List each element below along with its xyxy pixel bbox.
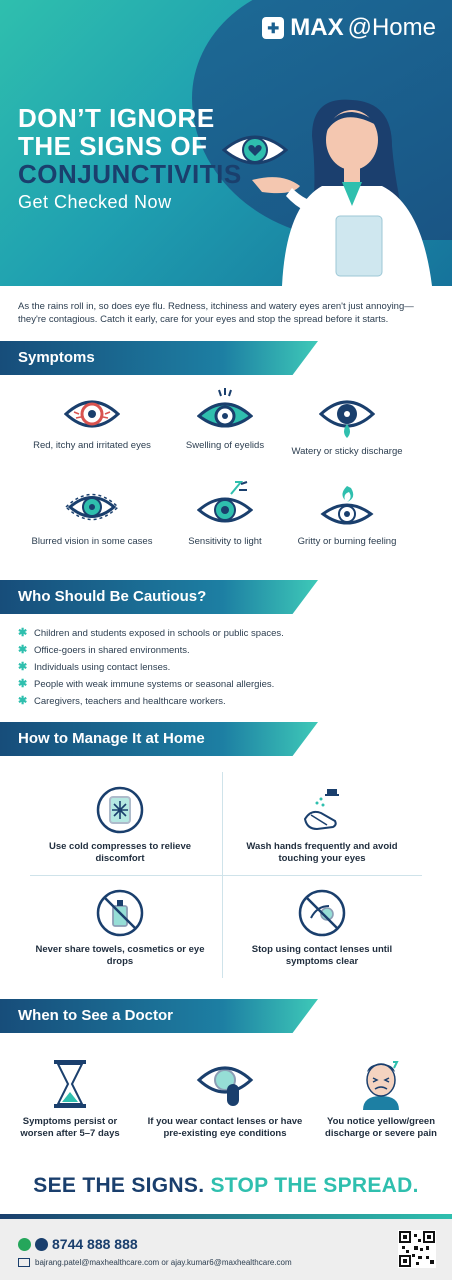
symptom-swelling: Swelling of eyelids [160,388,290,451]
phone-number: 8744 888 888 [52,1236,138,1252]
doctor-reason-time: Symptoms persist or worsen after 5–7 day… [14,1058,126,1140]
list-item: ✱ Individuals using contact lenses. [18,661,284,678]
list-item-text: Individuals using contact lenses. [34,662,171,673]
hero-line-2: THE SIGNS OF [18,131,208,161]
hero-line-1: DON’T IGNORE [18,103,215,133]
list-item: ✱ Children and students exposed in school… [18,627,284,644]
manage-no-contact-lens: Stop using contact lenses until symptoms… [232,888,412,968]
hourglass-icon [54,1060,86,1108]
no-sharing-icon [96,889,144,937]
no-contact-lens-icon [298,889,346,937]
whatsapp-icon [18,1237,31,1251]
symptom-blurred: Blurred vision in some cases [27,484,157,547]
pain-face-icon [363,1061,399,1110]
footer: 8744 888 888 bajrang.patel@maxhealthcare… [0,1214,452,1280]
check-icon: ✱ [18,627,28,639]
symptom-light: Sensitivity to light [160,480,290,547]
list-item: ✱ Office-goers in shared environments. [18,644,284,661]
brand-name-rest: @Home [347,14,436,41]
symptom-label: Blurred vision in some cases [31,536,153,547]
manage-label: Use cold compresses to relieve discomfor… [48,841,192,864]
doctor-illustration [252,99,432,286]
list-item: ✱ People with weak immune systems or seas… [18,678,284,695]
qr-code[interactable] [398,1230,436,1268]
watery-eye-icon [319,400,375,438]
list-item-text: Children and students exposed in schools… [34,628,284,639]
hero-line-4: Get Checked Now [18,192,172,212]
swollen-eye-icon [197,388,253,428]
manage-cold-compress: Use cold compresses to relieve discomfor… [30,785,210,865]
symptom-label: Gritty or burning feeling [297,536,397,547]
list-item-text: Office-goers in shared environments. [34,645,190,656]
heart-eye-icon [222,135,288,165]
manage-no-sharing: Never share towels, cosmetics or eye dro… [30,888,210,968]
email-text: bajrang.patel@maxhealthcare.com or ajay.… [35,1258,292,1267]
doctor-reason-contact: If you wear contact lenses or have pre-e… [140,1058,310,1140]
symptoms-heading: Symptoms [0,341,318,375]
tagline-part-2: STOP THE SPREAD. [210,1174,419,1197]
symptom-watery: Watery or sticky discharge [282,394,412,457]
burning-eye-icon [320,486,374,525]
intro-paragraph: As the rains roll in, so does eye flu. R… [18,301,414,325]
manage-heading: How to Manage It at Home [0,722,318,756]
footer-bar [0,1214,452,1219]
cold-compress-icon [96,786,144,834]
hero-title: DON’T IGNORE THE SIGNS OF CONJUNCTIVITIS… [18,104,242,216]
tagline-part-1: SEE THE SIGNS. [33,1174,205,1197]
list-item-text: Caregivers, teachers and healthcare work… [34,696,226,707]
check-icon: ✱ [18,661,28,673]
doctor-reason-pain: You notice yellow/green discharge or sev… [322,1058,440,1140]
symptom-label: Red, itchy and irritated eyes [33,440,151,451]
symptom-label: Watery or sticky discharge [291,446,403,457]
hero-banner: ✚ MAX @Home DON’T IGNORE THE SIGNS OF CO… [0,0,452,286]
symptom-label: Swelling of eyelids [185,440,265,451]
list-item: ✱ Caregivers, teachers and healthcare wor… [18,695,284,712]
cautious-heading: Who Should Be Cautious? [0,580,318,614]
contact-lens-eye-icon [196,1066,254,1106]
phone-icon [35,1237,48,1251]
tagline: SEE THE SIGNS. STOP THE SPREAD. [0,1174,452,1198]
check-icon: ✱ [18,695,28,707]
hero-line-3: CONJUNCTIVITIS [18,159,242,189]
light-sensitive-eye-icon [197,481,253,523]
blurred-eye-icon [64,493,120,521]
max-logo-icon: ✚ [262,17,285,39]
symptom-burning: Gritty or burning feeling [282,484,412,547]
cautious-list: ✱ Children and students exposed in school… [18,627,284,712]
email-contact[interactable]: bajrang.patel@maxhealthcare.com or ajay.… [18,1258,292,1267]
brand-name-bold: MAX [290,14,344,41]
check-icon: ✱ [18,678,28,690]
list-item-text: People with weak immune systems or seaso… [34,679,275,690]
symptom-red-eye: Red, itchy and irritated eyes [27,394,157,451]
red-eye-icon [64,400,120,428]
divider [30,875,422,876]
check-icon: ✱ [18,644,28,656]
brand-logo[interactable]: ✚ MAX @Home [262,14,436,42]
doctor-reason-label: You notice yellow/green discharge or sev… [325,1116,437,1139]
doctor-reason-label: Symptoms persist or worsen after 5–7 day… [20,1116,120,1139]
manage-label: Wash hands frequently and avoid touching… [246,841,398,864]
phone-contact[interactable]: 8744 888 888 [18,1236,138,1252]
manage-label: Never share towels, cosmetics or eye dro… [35,944,205,967]
symptom-label: Sensitivity to light [188,536,262,547]
manage-label: Stop using contact lenses until symptoms… [251,944,393,967]
manage-hand-wash: Wash hands frequently and avoid touching… [232,785,412,865]
doctor-heading: When to See a Doctor [0,999,318,1033]
email-icon [18,1258,30,1267]
doctor-reason-label: If you wear contact lenses or have pre-e… [147,1116,303,1139]
hand-wash-icon [303,789,339,831]
